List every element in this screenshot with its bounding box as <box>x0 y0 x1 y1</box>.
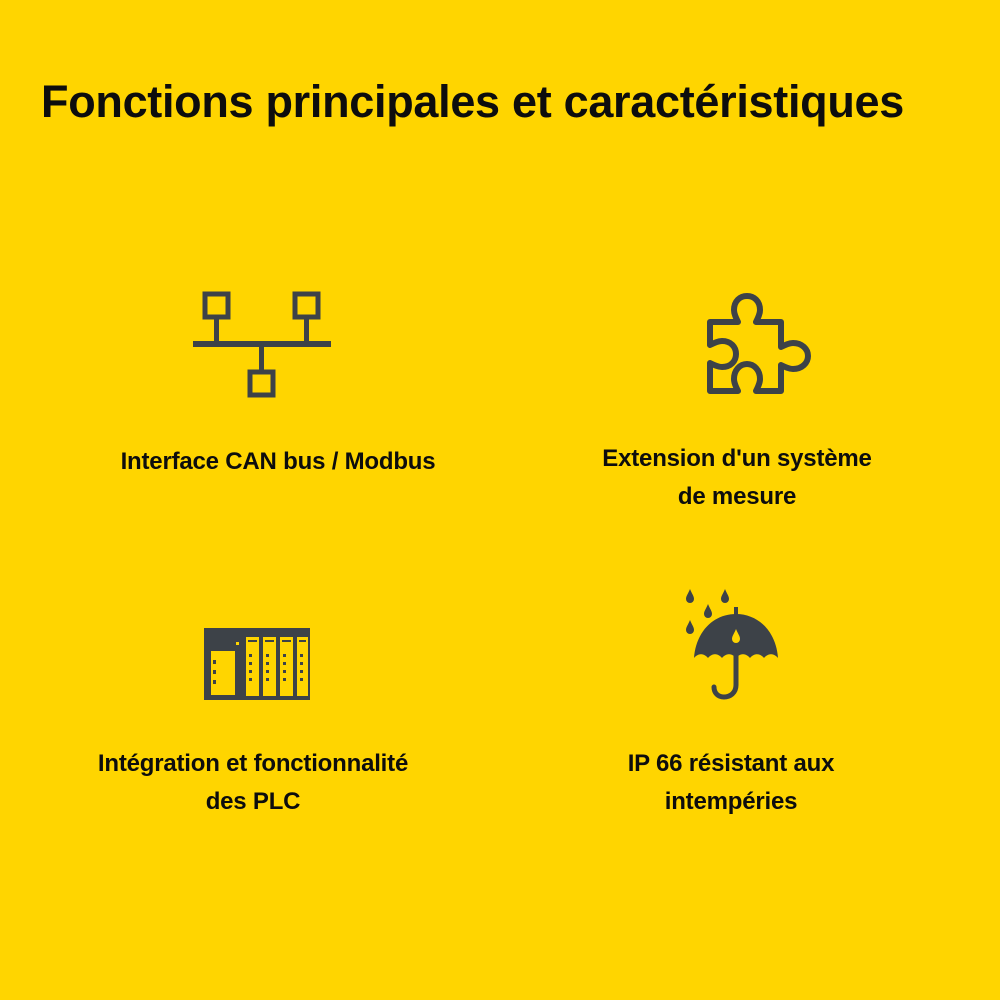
feature-label: Extension d'un système de mesure <box>537 440 937 516</box>
puzzle-piece-icon <box>702 290 812 400</box>
umbrella-rain-icon <box>684 585 796 703</box>
feature-label-line2: de mesure <box>677 483 797 510</box>
feature-label-line1: IP 66 résistant aux <box>627 750 835 777</box>
feature-label: Intégration et fonctionnalité des PLC <box>53 745 453 821</box>
feature-label-line1: Intégration et fonctionnalité <box>97 750 409 777</box>
feature-label: Interface CAN bus / Modbus <box>78 443 478 481</box>
page-title: Fonctions principales et caractéristique… <box>41 76 904 127</box>
feature-label-line2: intempéries <box>664 788 798 815</box>
feature-label-line1: Interface CAN bus / Modbus <box>120 448 436 475</box>
feature-label: IP 66 résistant aux intempéries <box>531 745 931 821</box>
feature-label-line2: des PLC <box>205 788 301 815</box>
plc-rack-icon <box>204 628 310 700</box>
feature-label-line1: Extension d'un système <box>602 445 872 472</box>
network-bus-icon <box>192 290 332 398</box>
